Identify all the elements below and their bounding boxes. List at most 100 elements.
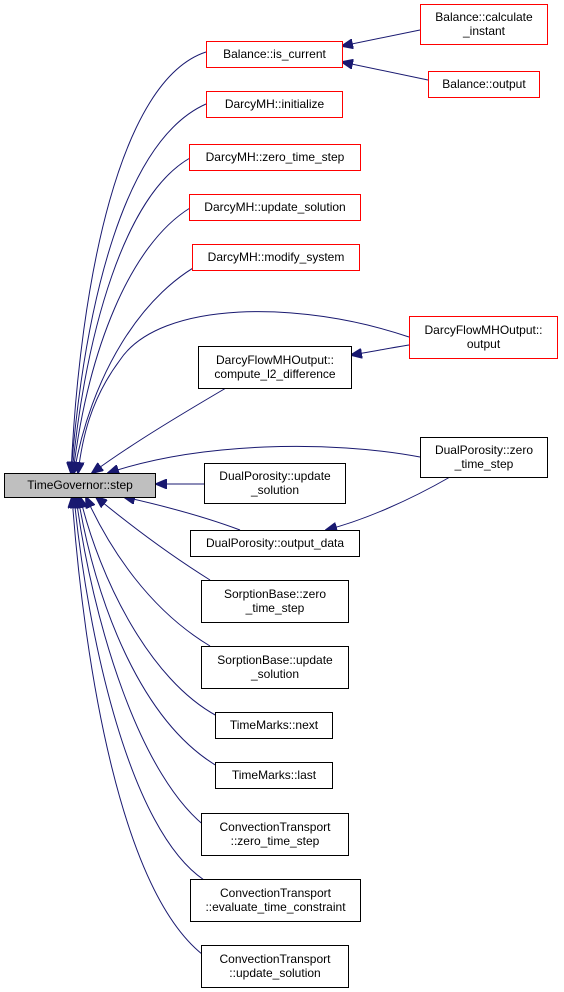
edge-dmm-tg <box>74 257 213 473</box>
edge-line <box>78 497 218 767</box>
node-box[interactable] <box>420 437 548 478</box>
node-dpo[interactable]: DualPorosity::output_data <box>190 530 360 557</box>
edge-line <box>71 51 207 473</box>
edge-layer <box>71 29 451 961</box>
node-dfo[interactable]: DarcyFlowMHOutput::output <box>409 316 558 359</box>
node-label: DualPorosity::zero <box>435 443 533 457</box>
node-box[interactable] <box>215 762 333 789</box>
edge-tml-tg <box>78 497 218 767</box>
node-box[interactable] <box>190 530 360 557</box>
node-label: ConvectionTransport <box>220 886 332 900</box>
edge-line <box>342 62 429 81</box>
edge-bo-bic <box>342 62 429 81</box>
node-label: Balance::is_current <box>223 47 326 61</box>
node-label: DarcyMH::modify_system <box>208 250 345 264</box>
node-dpz[interactable]: DualPorosity::zero_time_step <box>420 437 548 478</box>
edge-cte-tg <box>74 497 205 881</box>
edge-line <box>80 497 218 717</box>
node-dpu[interactable]: DualPorosity::update_solution <box>204 463 346 504</box>
node-label: DarcyFlowMHOutput:: <box>216 353 334 367</box>
node-label: ::zero_time_step <box>231 834 320 848</box>
node-cte[interactable]: ConvectionTransport::evaluate_time_const… <box>190 879 361 922</box>
node-box[interactable] <box>201 580 349 623</box>
node-label: DarcyMH::update_solution <box>204 200 345 214</box>
node-box[interactable] <box>192 244 360 271</box>
edge-line <box>108 445 421 473</box>
node-label: SorptionBase::update <box>217 653 333 667</box>
node-box[interactable] <box>206 91 343 118</box>
edge-dfc-tg <box>92 387 227 473</box>
node-sbu[interactable]: SorptionBase::update_solution <box>201 646 349 689</box>
node-box[interactable] <box>206 41 343 68</box>
node-ctz[interactable]: ConvectionTransport::zero_time_step <box>201 813 349 856</box>
node-label: output <box>467 337 501 351</box>
edge-sbu-tg <box>86 497 211 647</box>
edge-line <box>86 497 211 647</box>
node-bo[interactable]: Balance::output <box>428 71 540 98</box>
node-tg[interactable]: TimeGovernor::step <box>4 473 156 498</box>
edge-dmu-tg <box>73 207 191 473</box>
node-dmz[interactable]: DarcyMH::zero_time_step <box>189 144 361 171</box>
node-label: _instant <box>462 24 506 38</box>
edge-bic-tg <box>71 51 207 473</box>
node-label: DualPorosity::output_data <box>206 536 344 550</box>
edge-dpz-dpo <box>326 476 451 530</box>
node-layer: TimeGovernor::stepBalance::is_currentBal… <box>4 4 558 988</box>
node-dfc[interactable]: DarcyFlowMHOutput::compute_l2_difference <box>198 346 352 389</box>
node-label: compute_l2_difference <box>214 367 336 381</box>
edge-line <box>74 257 213 473</box>
node-bci[interactable]: Balance::calculate_instant <box>420 4 548 45</box>
edge-line <box>76 497 211 831</box>
edge-dfo-tg <box>78 311 410 473</box>
node-label: ConvectionTransport <box>220 952 332 966</box>
node-box[interactable] <box>204 463 346 504</box>
node-dmi[interactable]: DarcyMH::initialize <box>206 91 343 118</box>
edge-dpz-tg <box>108 445 421 473</box>
node-label: _time_step <box>454 457 514 471</box>
node-label: _solution <box>250 667 299 681</box>
node-label: DarcyMH::initialize <box>225 97 325 111</box>
edge-line <box>351 344 410 355</box>
node-box[interactable] <box>198 346 352 389</box>
node-box[interactable] <box>4 473 156 498</box>
node-label: TimeMarks::next <box>230 718 319 732</box>
node-label: ConvectionTransport <box>220 820 332 834</box>
node-box[interactable] <box>189 144 361 171</box>
node-box[interactable] <box>201 813 349 856</box>
node-ctu[interactable]: ConvectionTransport::update_solution <box>201 945 349 988</box>
node-label: SorptionBase::zero <box>224 587 326 601</box>
node-box[interactable] <box>201 945 349 988</box>
node-box[interactable] <box>190 879 361 922</box>
edge-dmz-tg <box>72 157 191 473</box>
node-box[interactable] <box>428 71 540 98</box>
node-label: ::update_solution <box>229 966 320 980</box>
edge-line <box>326 476 451 530</box>
node-box[interactable] <box>409 316 558 359</box>
node-dmu[interactable]: DarcyMH::update_solution <box>189 194 361 221</box>
node-dmm[interactable]: DarcyMH::modify_system <box>192 244 360 271</box>
edge-line <box>72 497 211 961</box>
edge-line <box>73 207 191 473</box>
node-label: Balance::calculate <box>435 10 533 24</box>
edge-sbz-tg <box>96 497 211 581</box>
edge-bci-bic <box>342 29 421 46</box>
node-box[interactable] <box>215 712 333 739</box>
node-label: _time_step <box>245 601 305 615</box>
node-box[interactable] <box>189 194 361 221</box>
edge-tmn-tg <box>80 497 218 717</box>
edge-ctz-tg <box>76 497 211 831</box>
edge-ctu-tg <box>72 497 211 961</box>
node-tmn[interactable]: TimeMarks::next <box>215 712 333 739</box>
node-box[interactable] <box>201 646 349 689</box>
edge-line <box>342 29 421 46</box>
node-tml[interactable]: TimeMarks::last <box>215 762 333 789</box>
node-label: DualPorosity::update <box>219 469 331 483</box>
node-box[interactable] <box>420 4 548 45</box>
node-label: ::evaluate_time_constraint <box>205 900 346 914</box>
node-label: TimeMarks::last <box>232 768 317 782</box>
edge-line <box>72 157 191 473</box>
node-label: DarcyMH::zero_time_step <box>206 150 345 164</box>
node-sbz[interactable]: SorptionBase::zero_time_step <box>201 580 349 623</box>
node-bic[interactable]: Balance::is_current <box>206 41 343 68</box>
